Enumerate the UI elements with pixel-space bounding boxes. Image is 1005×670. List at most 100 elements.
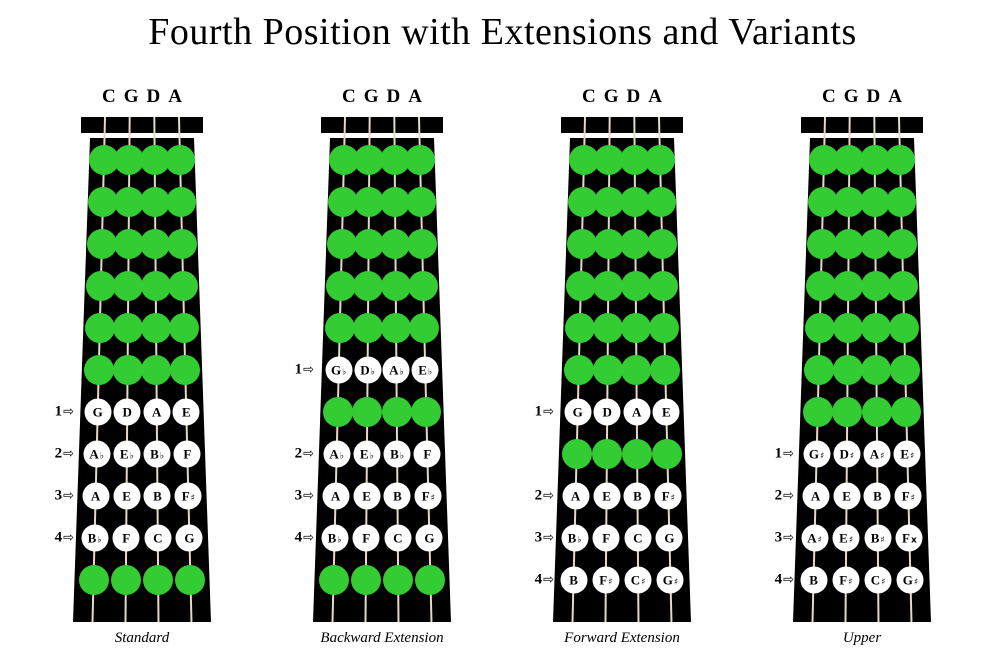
open-position-dot — [620, 229, 651, 259]
note-letter: G — [572, 404, 583, 420]
finger-number: 3 — [54, 487, 63, 504]
open-position-dot — [886, 187, 917, 217]
open-position-dot — [563, 355, 594, 385]
open-position-dot — [380, 187, 411, 217]
note-letter: E — [119, 446, 129, 462]
string-name: A — [648, 86, 662, 107]
note-dot: F — [413, 440, 441, 468]
note-accidental: ♭ — [97, 535, 102, 546]
finger-number: 2 — [54, 445, 63, 462]
open-position-dot — [169, 313, 200, 343]
open-position-dot — [834, 145, 865, 175]
note-letter: B — [390, 446, 399, 462]
note-dot: F — [592, 524, 620, 552]
note-dot: A♯ — [863, 440, 891, 468]
finger-1-label: 1⇨ — [535, 404, 554, 421]
note-dot: B — [383, 482, 411, 510]
diagram-caption: Upper — [842, 630, 882, 646]
note-dot: G♯ — [656, 566, 684, 594]
open-position-dot — [318, 565, 349, 595]
open-position-dot — [806, 229, 837, 259]
open-position-dot — [409, 313, 440, 343]
note-letter: B — [150, 446, 159, 462]
finger-3-label: 3⇨ — [55, 488, 74, 505]
note-accidental: ♯ — [430, 493, 436, 504]
open-position-dot — [802, 397, 833, 427]
open-position-dot — [85, 271, 116, 301]
note-letter: F — [421, 488, 430, 504]
open-position-dot — [113, 187, 144, 217]
open-position-dot — [860, 229, 891, 259]
note-dot: G — [415, 524, 443, 552]
open-position-dot — [86, 229, 117, 259]
finger-number: 4 — [774, 571, 783, 588]
open-position-dot — [888, 271, 919, 301]
string-name: G — [603, 86, 619, 107]
open-position-dot — [112, 355, 143, 385]
open-position-dot — [861, 397, 892, 427]
note-dot: B — [800, 566, 828, 594]
note-dot: B♭ — [383, 440, 411, 468]
open-position-dot — [140, 271, 171, 301]
note-dot: B♭ — [81, 524, 109, 552]
open-position-dot — [110, 565, 141, 595]
finger-4-label: 4⇨ — [295, 530, 314, 547]
note-letter: C — [153, 530, 163, 546]
note-letter: F — [183, 446, 192, 462]
open-position-dot — [407, 229, 438, 259]
arrow-right-icon: ⇨ — [303, 488, 314, 504]
diagram-caption: Backward Extension — [320, 630, 444, 646]
open-position-dot — [141, 313, 172, 343]
note-dot: D♭ — [354, 356, 382, 384]
arrow-right-icon: ⇨ — [63, 404, 74, 420]
note-dot: B — [863, 482, 891, 510]
open-position-dot — [325, 271, 356, 301]
note-accidental: ♯ — [909, 451, 915, 462]
note-letter: G — [664, 530, 675, 546]
nut-bar — [801, 117, 923, 133]
note-accidental: ♯ — [848, 577, 853, 588]
open-position-dot — [170, 355, 201, 385]
open-position-dot — [568, 145, 599, 175]
note-letter: B — [153, 488, 162, 504]
open-position-dot — [833, 271, 864, 301]
note-dot: F♯ — [592, 566, 620, 594]
note-letter: E — [842, 488, 851, 504]
string-name: C — [342, 86, 356, 107]
finger-number: 1 — [54, 403, 63, 420]
note-dot: E♯ — [893, 440, 921, 468]
open-position-dot — [139, 145, 170, 175]
open-position-dot — [566, 229, 597, 259]
open-position-dot — [804, 313, 835, 343]
note-letter: B — [873, 488, 882, 504]
note-dot: C♯ — [624, 566, 652, 594]
arrow-right-icon: ⇨ — [783, 530, 794, 546]
note-accidental: ♯ — [848, 535, 854, 546]
open-position-dot — [327, 187, 358, 217]
finger-3-label: 3⇨ — [775, 530, 794, 547]
arrow-right-icon: ⇨ — [783, 488, 794, 504]
open-position-dot — [890, 355, 921, 385]
open-position-dot — [594, 145, 625, 175]
note-dot: B♭ — [561, 524, 589, 552]
arrow-right-icon: ⇨ — [303, 446, 314, 462]
note-letter: A — [329, 446, 339, 462]
open-position-dot — [322, 397, 353, 427]
note-dot: E — [652, 398, 680, 426]
note-letter: E — [359, 446, 369, 462]
open-position-dot — [860, 187, 891, 217]
note-dot: E — [172, 398, 200, 426]
note-letter: G — [902, 572, 913, 588]
open-position-dot — [168, 271, 199, 301]
diagram-caption: Standard — [114, 630, 170, 646]
open-position-dot — [805, 271, 836, 301]
open-position-dot — [143, 565, 174, 595]
open-position-dot — [166, 187, 197, 217]
note-letter: A — [810, 488, 821, 504]
open-position-dot — [383, 565, 414, 595]
note-dot: E♭ — [353, 440, 381, 468]
note-letter: B — [809, 572, 818, 588]
note-letter: D — [839, 446, 849, 462]
